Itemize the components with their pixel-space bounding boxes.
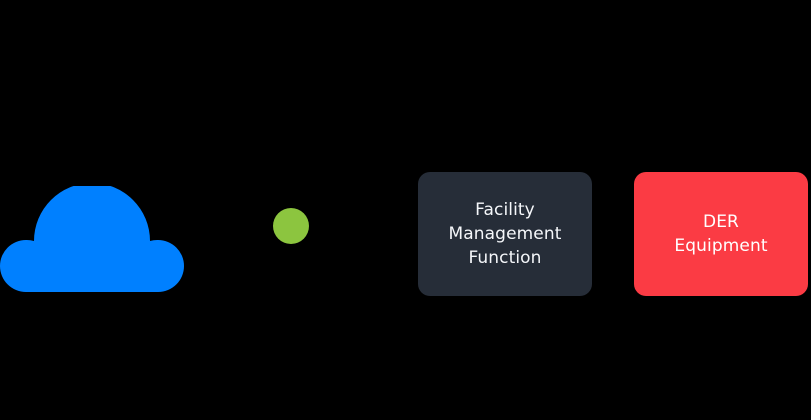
der-equipment-label: DER Equipment	[674, 212, 768, 256]
cloud-icon	[0, 186, 184, 292]
der-equipment-node[interactable]: DER Equipment	[634, 172, 808, 296]
cloud-node[interactable]	[0, 186, 184, 292]
facility-management-function-node[interactable]: Facility Management Function	[418, 172, 592, 296]
green-circle-node[interactable]	[273, 208, 309, 244]
facility-management-function-label: Facility Management Function	[448, 200, 562, 268]
